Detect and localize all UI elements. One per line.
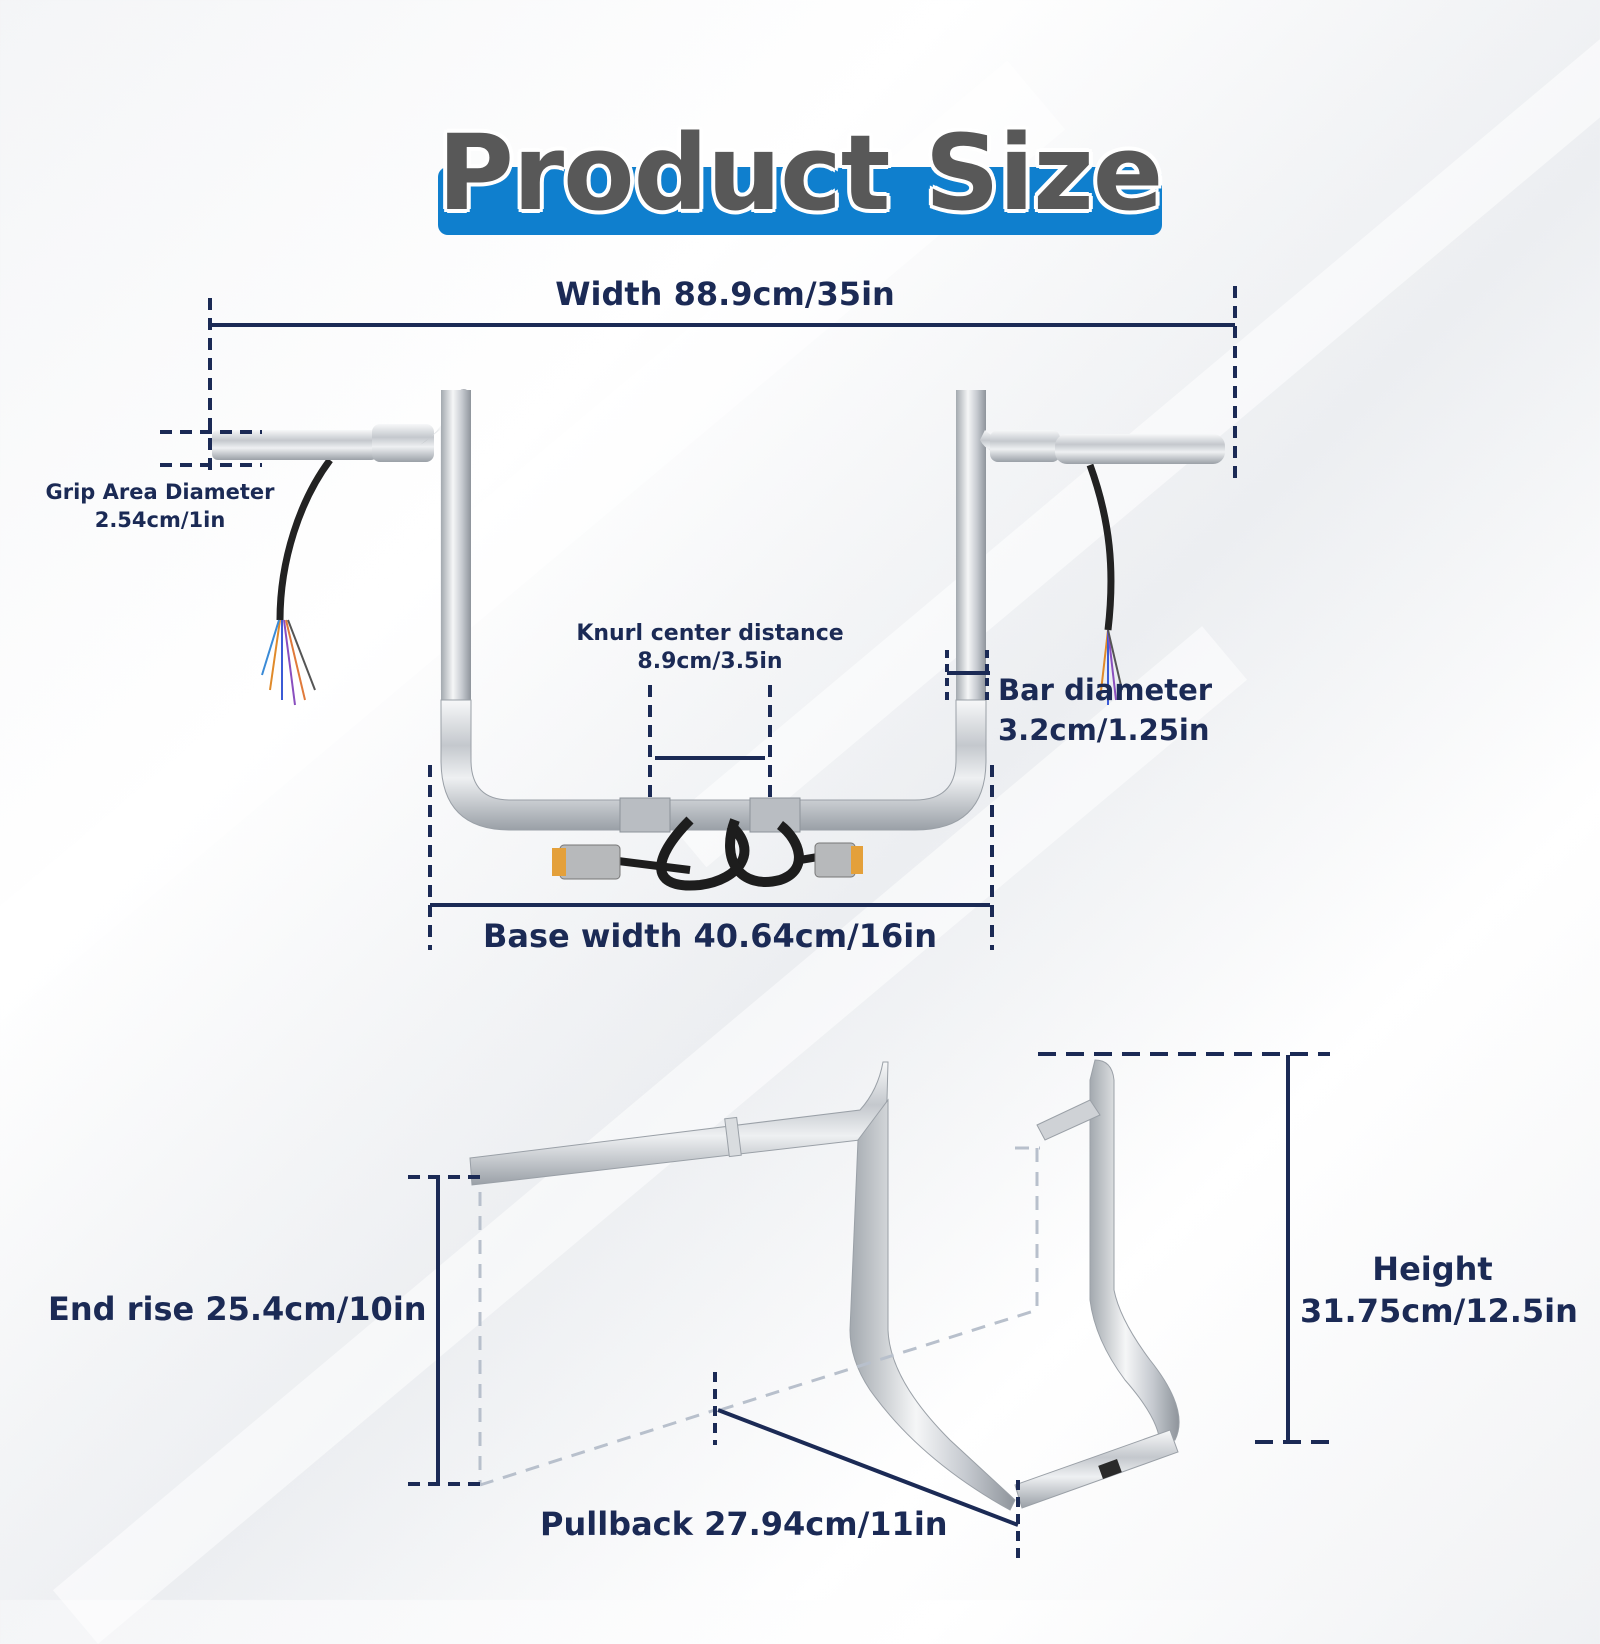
height-label: Height 31.75cm/12.5in	[1300, 1248, 1578, 1332]
end-rise-label: End rise 25.4cm/10in	[48, 1290, 427, 1328]
bar-diameter-label: Bar diameter 3.2cm/1.25in	[998, 670, 1212, 750]
riser-right-upright	[956, 390, 986, 710]
harness-loop-right	[725, 818, 804, 887]
wire-left	[276, 457, 333, 621]
wire-right	[1086, 463, 1115, 631]
guide-lines	[478, 1146, 1040, 1487]
side-upright-right	[1089, 1059, 1180, 1446]
side-crossbar	[1014, 1429, 1179, 1509]
side-upright-left	[849, 1098, 1016, 1511]
grip-diameter-title: Grip Area Diameter	[45, 480, 275, 504]
riser-left-upright	[441, 390, 471, 710]
height-title: Height	[1372, 1250, 1493, 1288]
height-value: 31.75cm/12.5in	[1300, 1292, 1578, 1330]
base-width-label: Base width 40.64cm/16in	[482, 917, 938, 955]
connector-right	[814, 842, 856, 878]
side-grip-bar	[469, 1061, 889, 1186]
knurl-label: Knurl center distance 8.9cm/3.5in	[565, 620, 855, 676]
dimension-lines-bottom	[408, 1052, 1330, 1560]
wire-ends-left	[261, 619, 316, 706]
knurl-value: 8.9cm/3.5in	[637, 649, 783, 674]
grip-right	[1055, 434, 1225, 464]
connector-left-tip	[552, 848, 566, 876]
grip-left	[212, 430, 377, 460]
harness-loop-left	[656, 816, 750, 891]
product-diagram	[160, 286, 1330, 1560]
bar-diameter-title: Bar diameter	[998, 673, 1213, 707]
guide-diag-left	[479, 1408, 716, 1487]
pullback-line	[717, 1408, 1019, 1527]
page-title: Product Size	[437, 112, 1164, 234]
guide-diag-right	[719, 1308, 1038, 1412]
knurl-left	[619, 797, 671, 833]
connector-right-tip	[851, 846, 863, 874]
title-banner	[438, 167, 1162, 235]
grip-collar-left	[372, 424, 434, 462]
grip-diameter-label: Grip Area Diameter 2.54cm/1in	[40, 478, 280, 534]
pullback-label: Pullback 27.94cm/11in	[540, 1505, 948, 1543]
handlebar-front-view	[212, 389, 1225, 891]
knurl-title: Knurl center distance	[576, 621, 844, 646]
knurl-right	[749, 797, 801, 833]
base-bend	[440, 699, 987, 831]
bar-diameter-value: 3.2cm/1.25in	[998, 713, 1210, 747]
side-clamp	[1036, 1099, 1101, 1141]
width-label: Width 88.9cm/35in	[555, 275, 895, 313]
grip-diameter-value: 2.54cm/1in	[94, 508, 226, 532]
handlebar-side-view	[469, 1059, 1180, 1511]
dimension-lines-top	[160, 286, 1237, 950]
connector-left	[559, 844, 621, 880]
wire-ends-right	[1099, 629, 1123, 705]
grip-collar-right	[990, 430, 1060, 462]
